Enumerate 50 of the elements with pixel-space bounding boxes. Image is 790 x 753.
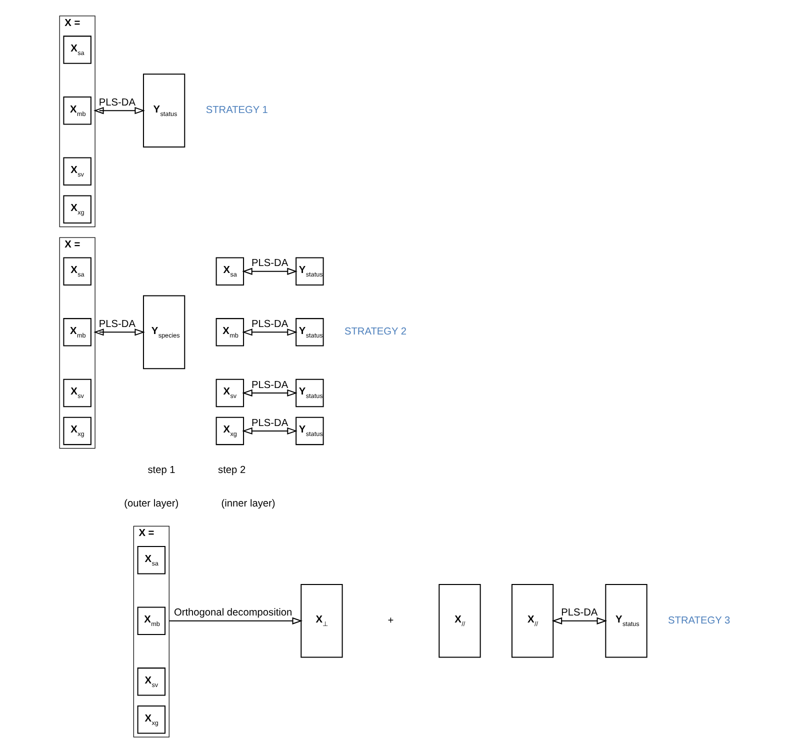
node-box: X$_{mb}$	[63, 96, 92, 125]
node-box: X$_{sv}$	[216, 378, 244, 408]
node-box: X$_{sa}$	[137, 546, 166, 574]
node-box: X$_{//}$	[438, 584, 481, 658]
node-box: Y$_{status}$	[296, 257, 324, 286]
edge-label: Orthogonal decomposition	[174, 608, 292, 619]
node-box: Y$_{status}$	[296, 378, 324, 408]
arrow	[242, 389, 298, 397]
node-box: X$_{sa}$	[216, 257, 244, 286]
label: (inner layer)	[221, 498, 276, 510]
node-box: Y$_{status}$	[605, 584, 648, 658]
node-box: X$_{xg}$	[63, 195, 92, 224]
edge-label: PLS-DA	[252, 258, 288, 270]
arrow	[242, 268, 298, 275]
label: STRATEGY 2	[344, 326, 407, 338]
edge-label: PLS-DA	[98, 97, 136, 108]
arrow	[242, 328, 298, 336]
edge-label: PLS-DA	[252, 418, 288, 429]
node-box: X$_{sv}$	[63, 157, 92, 186]
node-box: X$_{mb}$	[216, 318, 244, 346]
node-box: X$_{xg}$	[216, 416, 244, 446]
arrow	[552, 617, 608, 624]
edge-label: PLS-DA	[252, 380, 288, 391]
label: STRATEGY 3	[668, 615, 730, 626]
label: STRATEGY 1	[206, 104, 268, 116]
node-box: Y$_{status}$	[296, 318, 324, 346]
node-box: X$_{⊥}$	[300, 584, 343, 658]
node-box: Y$_{status}$	[296, 416, 324, 446]
label: +	[388, 615, 394, 626]
edge-label: PLS-DA	[252, 318, 288, 330]
node-box: X$_{sv}$	[137, 668, 166, 696]
node-box: X$_{mb}$	[63, 318, 92, 346]
edge-label: PLS-DA	[98, 318, 136, 330]
node-box: X$_{sv}$	[63, 378, 92, 408]
label: step 1	[148, 464, 176, 476]
node-box: X$_{xg}$	[137, 706, 166, 734]
node-box: X$_{mb}$	[137, 606, 166, 635]
node-box: X$_{xg}$	[63, 416, 92, 446]
edge-label: PLS-DA	[561, 608, 598, 619]
node-box: X$_{sa}$	[63, 36, 92, 64]
label: (outer layer)	[124, 498, 179, 510]
arrow	[94, 106, 145, 114]
arrow	[169, 617, 303, 624]
node-box: Y$_{status}$	[142, 74, 186, 148]
arrow	[94, 328, 145, 336]
node-box: Y$_{species}$	[142, 295, 186, 370]
arrow	[242, 427, 298, 435]
label: step 2	[218, 464, 246, 476]
node-box: X$_{sa}$	[63, 257, 92, 286]
node-box: X$_{//}$	[511, 584, 554, 658]
